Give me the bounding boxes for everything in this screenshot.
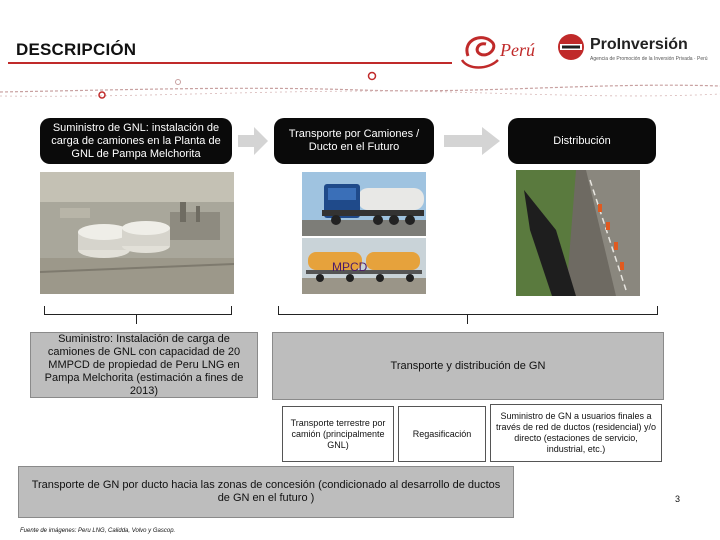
- pipeline-transport-text: Transporte de GN por ducto hacia las zon…: [25, 479, 507, 505]
- proinversion-emblem: [556, 32, 586, 62]
- photo-overlay-text: MPCD: [332, 260, 367, 274]
- bracket-transport-distribution: [278, 306, 658, 315]
- step-supply-label: Suministro de GNL: instalación de carga …: [46, 122, 226, 161]
- arrow-right-icon: [444, 127, 500, 155]
- page-number: 3: [675, 494, 680, 504]
- transport-distribution-text: Transporte y distribución de GN: [391, 360, 546, 373]
- distribution-photo: [516, 170, 640, 296]
- step-distribution-box: Distribución: [508, 118, 656, 164]
- page-title: DESCRIPCIÓN: [16, 40, 136, 60]
- truck-transport-text: Transporte terrestre por camión (princip…: [287, 418, 389, 451]
- regasification-box: Regasificación: [398, 406, 486, 462]
- decorative-swoosh: [0, 68, 720, 108]
- tanker-photo-wrapper: MPCD: [302, 238, 426, 294]
- supply-description-text: Suministro: Instalación de carga de cami…: [37, 333, 251, 398]
- lng-plant-photo: [40, 172, 234, 294]
- proinversion-subtitle: Agencia de Promoción de la Inversión Pri…: [590, 56, 700, 62]
- peru-logo-text: Perú: [499, 40, 535, 60]
- image-source-footnote: Fuente de imágenes: Peru LNG, Calidda, V…: [20, 528, 175, 534]
- supply-description-box: Suministro: Instalación de carga de cami…: [30, 332, 258, 398]
- bracket-supply-stem: [136, 314, 137, 324]
- pipeline-transport-box: Transporte de GN por ducto hacia las zon…: [18, 466, 514, 518]
- step-transport-box: Transporte por Camiones / Ducto en el Fu…: [274, 118, 434, 164]
- bracket-supply: [44, 306, 232, 315]
- peru-logo: Perú: [458, 26, 548, 74]
- step-distribution-label: Distribución: [553, 135, 610, 148]
- truck-photo: [302, 172, 426, 236]
- end-user-supply-box: Suministro de GN a usuarios finales a tr…: [490, 404, 662, 462]
- bracket-transport-stem: [467, 314, 468, 324]
- title-underline: [8, 62, 452, 64]
- arrow-right-icon: [238, 127, 268, 155]
- proinversion-name: ProInversión: [590, 36, 688, 54]
- truck-transport-box: Transporte terrestre por camión (princip…: [282, 406, 394, 462]
- step-transport-label: Transporte por Camiones / Ducto en el Fu…: [280, 128, 428, 154]
- end-user-supply-text: Suministro de GN a usuarios finales a tr…: [495, 411, 657, 455]
- regasification-text: Regasificación: [413, 429, 472, 440]
- transport-distribution-box: Transporte y distribución de GN: [272, 332, 664, 400]
- step-supply-box: Suministro de GNL: instalación de carga …: [40, 118, 232, 164]
